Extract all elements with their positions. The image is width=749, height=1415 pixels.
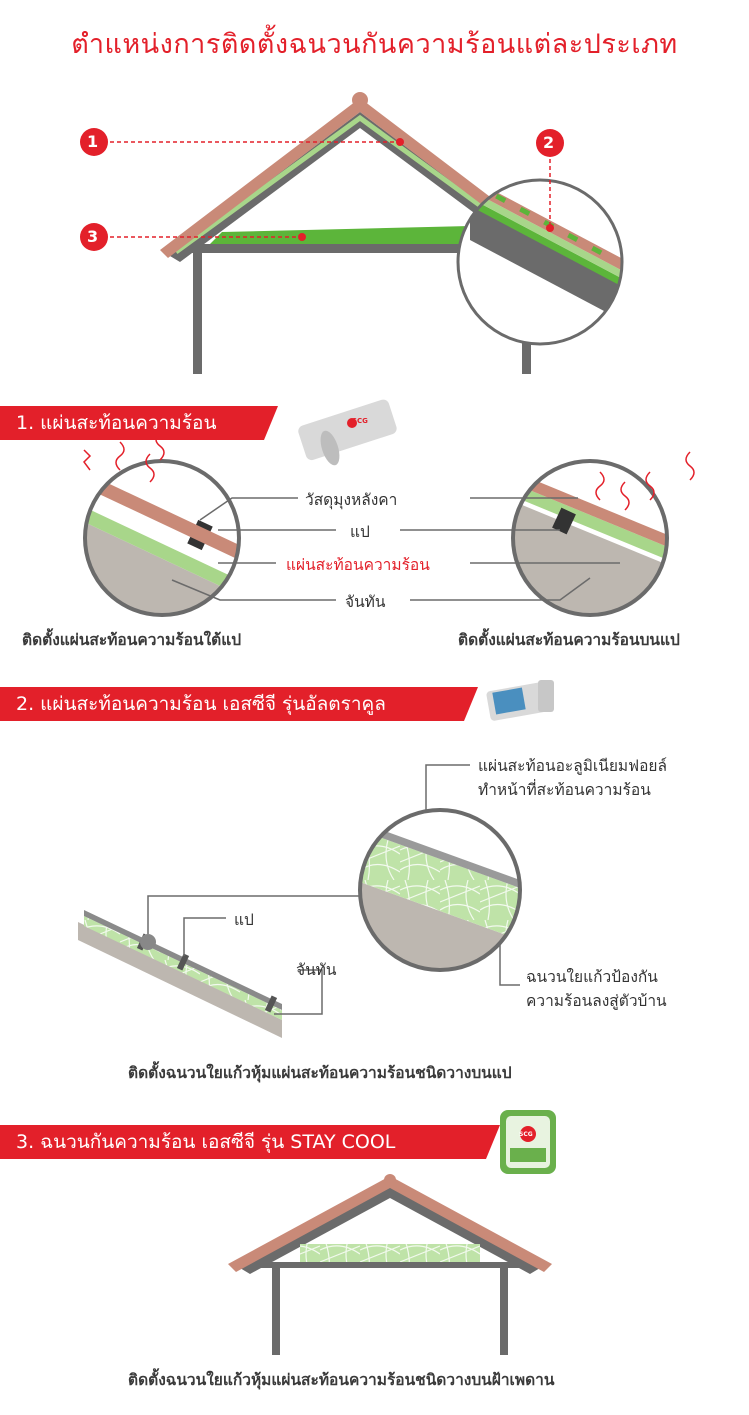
label-glass-wool: ฉนวนใยแก้วป้องกัน bbox=[526, 968, 658, 986]
caption-ultracool: ติดตั้งฉนวนใยแก้วหุ้มแผ่นสะท้อนความร้อนช… bbox=[128, 1064, 512, 1082]
ultracool-detail-circle bbox=[358, 808, 522, 972]
section1-banner: 1. แผ่นสะท้อนความร้อน bbox=[0, 406, 278, 440]
page-title: ตำแหน่งการติดตั้งฉนวนกันความร้อนแต่ละประ… bbox=[71, 29, 678, 60]
reflector-roll-product bbox=[298, 399, 397, 466]
zoom-source-point bbox=[140, 934, 156, 950]
label-foil-function: ทำหน้าที่สะท้อนความร้อน bbox=[478, 781, 651, 799]
marker-3-label: 3 bbox=[87, 227, 99, 246]
house-diagram-top bbox=[80, 92, 624, 374]
detail-circle-under-purlin bbox=[83, 431, 241, 617]
marker-3 bbox=[80, 223, 306, 251]
section2-banner: 2. แผ่นสะท้อนความร้อน เอสซีจี รุ่นอัลตรา… bbox=[0, 687, 478, 721]
caption-under-purlin: ติดตั้งแผ่นสะท้อนความร้อนใต้แป bbox=[22, 631, 242, 649]
scg-logo-1: SCG bbox=[352, 417, 368, 425]
detail-circle-over-purlin bbox=[511, 451, 695, 617]
roof-ridge-cap bbox=[352, 92, 368, 108]
label-rafter: จันทัน bbox=[345, 593, 386, 611]
marker-1 bbox=[80, 128, 404, 156]
tie-beam bbox=[180, 244, 540, 253]
house-wall-left bbox=[193, 252, 202, 374]
label-heat-reflector: แผ่นสะท้อนความร้อน bbox=[286, 556, 430, 574]
marker-2-label: 2 bbox=[543, 133, 555, 152]
scg-logo-3: SCG bbox=[519, 1131, 533, 1138]
section3-banner: 3. ฉนวนกันความร้อน เอสซีจี รุ่น STAY COO… bbox=[0, 1125, 500, 1159]
caption-staycool: ติดตั้งฉนวนใยแก้วหุ้มแผ่นสะท้อนความร้อนช… bbox=[128, 1371, 555, 1389]
label-purlin: แป bbox=[350, 523, 370, 541]
label-glass-wool-function: ความร้อนลงสู่ตัวบ้าน bbox=[526, 992, 667, 1010]
marker-1-label: 1 bbox=[87, 132, 99, 151]
ceiling-insulation bbox=[210, 226, 470, 244]
label-purlin-2: แป bbox=[234, 911, 254, 929]
zoom-circle bbox=[456, 178, 624, 346]
house-diagram-bottom bbox=[228, 1174, 552, 1355]
label-roof-material: วัสดุมุงหลังคา bbox=[305, 491, 398, 509]
section1-leader-lines bbox=[171, 497, 620, 601]
staycool-product bbox=[500, 1110, 556, 1174]
ultracool-product bbox=[486, 680, 554, 721]
ultracool-roof-slope bbox=[78, 910, 282, 1038]
label-aluminium-foil: แผ่นสะท้อนอะลูมิเนียมฟอยล์ bbox=[478, 757, 667, 775]
label-rafter-2: จันทัน bbox=[296, 961, 337, 979]
marker-2 bbox=[536, 129, 564, 232]
caption-over-purlin: ติดตั้งแผ่นสะท้อนความร้อนบนแป bbox=[458, 631, 680, 649]
